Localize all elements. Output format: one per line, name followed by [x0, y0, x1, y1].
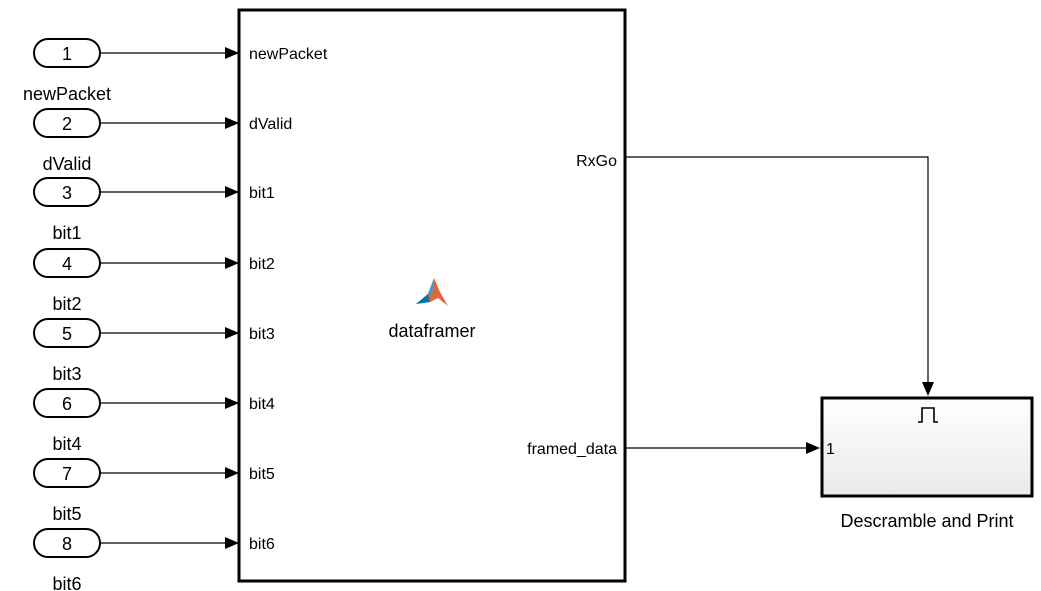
input-port-label: bit3: [249, 326, 275, 343]
input-port-label: newPacket: [249, 46, 328, 63]
descramble-and-print-subsystem[interactable]: [820, 396, 1034, 498]
input-port-label: bit6: [249, 536, 275, 553]
output-port-label-rxgo: RxGo: [576, 153, 617, 170]
inport-name-label: newPacket: [23, 84, 111, 104]
signal-arrowhead-4: [225, 257, 239, 269]
inport-name-label: bit4: [52, 434, 81, 454]
input-port-label: bit2: [249, 256, 275, 273]
inport-name-label: bit2: [52, 294, 81, 314]
inport-name-label: bit5: [52, 504, 81, 524]
inport-number: 5: [62, 324, 72, 344]
trigger-arrowhead: [922, 382, 934, 396]
inport-name-label: bit3: [52, 364, 81, 384]
input-port-label: bit4: [249, 396, 275, 413]
trigger-pulse-icon: [918, 407, 938, 423]
input-signal-lines: [100, 47, 239, 549]
subsystem-input-port-label: 1: [826, 441, 835, 458]
subsystem-name: Descramble and Print: [840, 511, 1013, 531]
inport-number: 3: [62, 183, 72, 203]
input-port-label: dValid: [249, 116, 292, 133]
output-port-label-framed-data: framed_data: [527, 441, 617, 458]
inport-name-label: bit1: [52, 223, 81, 243]
dataframer-input-port-labels: newPacket dValid bit1 bit2 bit3 bit4 bit5 bit6: [249, 46, 328, 553]
inport-number: 7: [62, 464, 72, 484]
input-port-label: bit1: [249, 185, 275, 202]
matlab-logo-icon: [416, 278, 448, 306]
signal-arrowhead-1: [225, 47, 239, 59]
inport-number: 8: [62, 534, 72, 554]
inport-name-label: dValid: [43, 154, 92, 174]
inport-number: 1: [62, 44, 72, 64]
inport-name-label: bit6: [52, 574, 81, 591]
signal-arrowhead-5: [225, 327, 239, 339]
inport-number: 4: [62, 254, 72, 274]
framed-data-arrowhead: [806, 442, 820, 454]
inport-number: 6: [62, 394, 72, 414]
input-port-label: bit5: [249, 466, 275, 483]
inport-group: 1 newPacket 2 dValid 3 bit1 4 bit2 5 bit3 6 bit4 7 bi…: [23, 38, 111, 591]
dataframer-block-name: dataframer: [388, 321, 475, 341]
signal-arrowhead-8: [225, 537, 239, 549]
signal-arrowhead-6: [225, 397, 239, 409]
signal-arrowhead-3: [225, 186, 239, 198]
rxgo-signal-line[interactable]: [626, 156, 929, 384]
signal-arrowhead-2: [225, 117, 239, 129]
signal-arrowhead-7: [225, 467, 239, 479]
inport-number: 2: [62, 114, 72, 134]
